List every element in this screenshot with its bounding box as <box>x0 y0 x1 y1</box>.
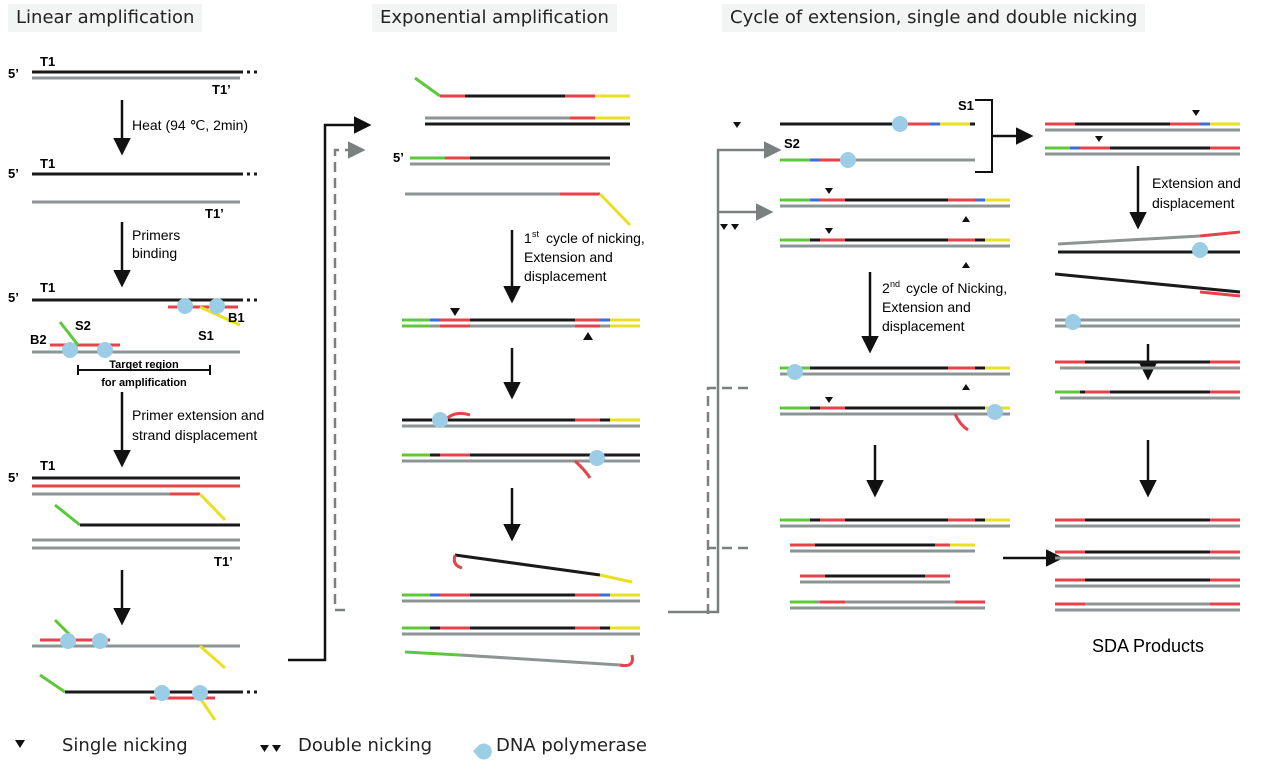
connector-linear-to-exponential <box>288 116 372 662</box>
svg-text:displacement: displacement <box>524 268 607 284</box>
double-nicking-icon <box>260 745 281 752</box>
svg-text:Extension and: Extension and <box>882 299 971 315</box>
polymerase-group-exponential <box>432 412 605 466</box>
svg-text:cycle of Nicking,: cycle of Nicking, <box>906 280 1007 296</box>
cycle-section: S2 S1 2 nd cycle of Nicking, Extension a… <box>780 98 1241 656</box>
svg-text:5’: 5’ <box>8 290 19 305</box>
svg-text:B1: B1 <box>228 310 245 325</box>
header-cycle: Cycle of extension, single and double ni… <box>722 4 1146 32</box>
svg-text:S2: S2 <box>784 136 800 151</box>
single-nicking-icon <box>15 740 25 748</box>
svg-text:B2: B2 <box>30 332 47 347</box>
exponential-section: 5’ 1 st cycle of nicking, Extension and … <box>393 76 645 667</box>
cycle-primer-caps <box>780 122 1241 606</box>
svg-text:2: 2 <box>882 280 890 296</box>
svg-text:Primers: Primers <box>132 227 180 243</box>
svg-text:5’: 5’ <box>393 150 404 165</box>
header-exponential-amplification: Exponential amplification <box>372 4 617 32</box>
svg-text:Extension and: Extension and <box>524 249 613 265</box>
svg-text:T1’: T1’ <box>205 206 224 221</box>
header-linear-amplification: Linear amplification <box>8 4 203 32</box>
svg-text:displacement: displacement <box>882 318 965 334</box>
svg-text:st: st <box>532 229 540 239</box>
svg-text:T1: T1 <box>40 280 55 295</box>
svg-text:5’: 5’ <box>8 166 19 181</box>
svg-text:cycle of nicking,: cycle of nicking, <box>546 230 645 246</box>
svg-text:S1: S1 <box>198 328 214 343</box>
polymerase-group-cycle <box>787 116 1208 420</box>
label-heat: Heat (94 ℃, 2min) <box>132 117 248 133</box>
svg-text:T1: T1 <box>40 458 55 473</box>
svg-text:strand displacement: strand displacement <box>132 427 257 443</box>
legend-single-nicking: Single nicking <box>62 735 188 756</box>
polymerase-group-linear <box>60 298 225 701</box>
svg-text:displacement: displacement <box>1152 195 1235 211</box>
svg-text:S1: S1 <box>958 98 974 113</box>
legend-dna-polymerase: DNA polymerase <box>496 735 647 756</box>
connector-exponential-to-cycle <box>668 141 782 614</box>
svg-text:Target region: Target region <box>109 359 179 371</box>
primer-caps <box>402 318 640 630</box>
label-5prime: 5’ <box>8 66 19 81</box>
svg-text:T1’: T1’ <box>214 554 233 569</box>
label-sda-products: SDA Products <box>1092 636 1204 656</box>
svg-text:1: 1 <box>524 230 532 246</box>
svg-text:binding: binding <box>132 245 177 261</box>
svg-text:for amplification: for amplification <box>101 377 187 389</box>
svg-text:T1: T1 <box>40 156 55 171</box>
label-t1-prime: T1’ <box>212 82 231 97</box>
svg-text:S2: S2 <box>75 318 91 333</box>
recycle-arrow-exponential <box>333 141 366 612</box>
linear-section: 5’ T1 T1’ Heat (94 ℃, 2min) 5’ T1 T1’ Pr… <box>8 54 264 721</box>
dna-polymerase-icon <box>473 743 492 760</box>
label-t1: T1 <box>40 54 55 69</box>
legend-double-nicking: Double nicking <box>298 735 433 756</box>
svg-text:Extension and: Extension and <box>1152 175 1241 191</box>
svg-text:5’: 5’ <box>8 470 19 485</box>
svg-text:Primer extension and: Primer extension and <box>132 407 264 423</box>
svg-text:nd: nd <box>890 279 900 289</box>
